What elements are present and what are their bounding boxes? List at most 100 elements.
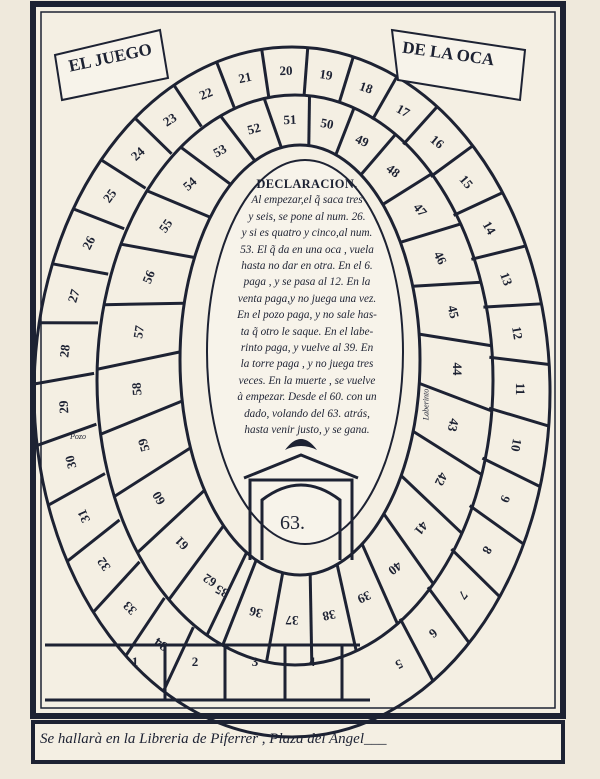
space-divider [308, 574, 314, 664]
space-divider [481, 456, 541, 488]
board-space-20: 20 [278, 62, 293, 79]
space-divider [400, 474, 463, 535]
declaration-line: ta q̃ otro le saque. En el labe- [240, 325, 374, 338]
board-space-44: 44 [449, 361, 466, 376]
space-divider [399, 222, 462, 244]
space-divider [402, 105, 439, 146]
space-63: 63. [280, 512, 305, 534]
space-divider [113, 446, 192, 498]
space-divider [483, 302, 542, 309]
space-divider [382, 172, 433, 206]
space-divider [398, 617, 435, 682]
space-divider [33, 371, 95, 386]
space-divider [471, 244, 527, 261]
space-divider [468, 504, 525, 546]
space-divider [412, 430, 483, 476]
declaration-line: dado, volando del 63. atrás, [244, 407, 370, 420]
declaration-line: y si es quatro y cinco,al num. [241, 227, 373, 240]
board-space-58: 58 [128, 382, 145, 397]
board-space-29: 29 [56, 399, 72, 414]
board-space-3: 3 [251, 654, 259, 669]
declaration-line: 53. El q̃ da en una oca , vuela [240, 243, 374, 256]
board-space-37: 37 [285, 612, 299, 629]
space-divider [265, 572, 285, 663]
board-space-12: 12 [508, 325, 526, 341]
board-space-4: 4 [308, 654, 316, 669]
board-space-28: 28 [56, 343, 74, 358]
space-divider [307, 95, 312, 146]
space-divider [221, 559, 258, 646]
space-divider [100, 399, 183, 436]
space-divider [359, 133, 397, 176]
space-divider [262, 97, 283, 149]
declaration-line: rinto paga, y vuelve al 39. En [240, 342, 374, 355]
space-divider [167, 524, 225, 601]
declaration-line: veces. En la muerte , se vuelve [238, 374, 376, 387]
space-divider [412, 280, 482, 288]
eagle-icon [285, 439, 317, 450]
space-divider [488, 406, 550, 428]
space-divider [335, 564, 358, 652]
declaration-line: hasta venir justo, y se gana. [244, 424, 370, 437]
space-divider [66, 518, 121, 563]
space-divider [146, 189, 211, 219]
declaration-line: paga , y se pasa al 12. En la [243, 276, 371, 289]
space-divider [302, 47, 310, 96]
declaration-line: En el pozo paga, y no sale has- [237, 309, 377, 322]
declaration-line: à empezar. Desde el 60. con un [237, 391, 377, 404]
footer-imprint: Se hallarà en la Libreria de Piferrer , … [40, 731, 387, 747]
declaration-line: y seis, se pone al num. 26. [248, 210, 366, 223]
space-divider [215, 61, 236, 108]
arch-icon [243, 453, 359, 560]
declaration-line: Al empezar,el q̃ saca tres [251, 194, 363, 207]
space-divider [162, 626, 195, 692]
title-banner-right [390, 28, 527, 102]
space-divider [337, 56, 355, 104]
space-divider [426, 586, 471, 644]
outer-track-edge [32, 45, 552, 739]
label-laberinto: Laberinto [421, 388, 431, 421]
board-space-19: 19 [318, 65, 334, 83]
inner-frame [40, 11, 556, 709]
space-divider [92, 560, 141, 614]
space-divider [120, 242, 195, 260]
board-space-2: 2 [191, 654, 199, 669]
track-divider [95, 93, 495, 667]
space-divider [104, 301, 185, 307]
space-divider [382, 512, 435, 585]
space-divider [429, 144, 474, 178]
space-divider [179, 146, 232, 186]
space-divider [418, 332, 492, 348]
space-divider [100, 158, 147, 190]
space-divider [134, 117, 173, 155]
space-divider [452, 191, 504, 217]
space-divider [72, 207, 125, 231]
space-divider [360, 543, 399, 625]
declaration-line: hasta no dar en otra. En el 6. [241, 260, 373, 273]
space-divider [96, 350, 181, 371]
board-space-51: 51 [283, 111, 298, 128]
board-space-11: 11 [512, 382, 529, 396]
space-divider [334, 107, 356, 156]
space-divider [52, 262, 109, 276]
declaration-line: la torre paga , y no juega tres [240, 358, 374, 371]
space-divider [371, 76, 399, 121]
title-banner-left [53, 28, 170, 102]
space-divider [219, 115, 257, 162]
declaration-line: venta paga,y no juega una vez. [237, 292, 377, 305]
footer-frame [31, 720, 565, 764]
space-divider [205, 551, 248, 636]
space-divider [260, 49, 271, 98]
inner-track-edge [178, 143, 422, 577]
space-divider [172, 84, 203, 128]
space-divider [489, 355, 550, 367]
label-pozo: Pozo [70, 432, 86, 441]
space-divider [418, 381, 493, 413]
declaration-text: DECLARACION. Al empezar,el q̃ saca tres y… [222, 176, 392, 439]
space-divider [136, 489, 206, 554]
declaration-oval [206, 159, 404, 545]
board-space-1: 1 [131, 654, 139, 669]
declaration-heading: DECLARACION. [256, 177, 358, 191]
space-divider [450, 548, 501, 598]
